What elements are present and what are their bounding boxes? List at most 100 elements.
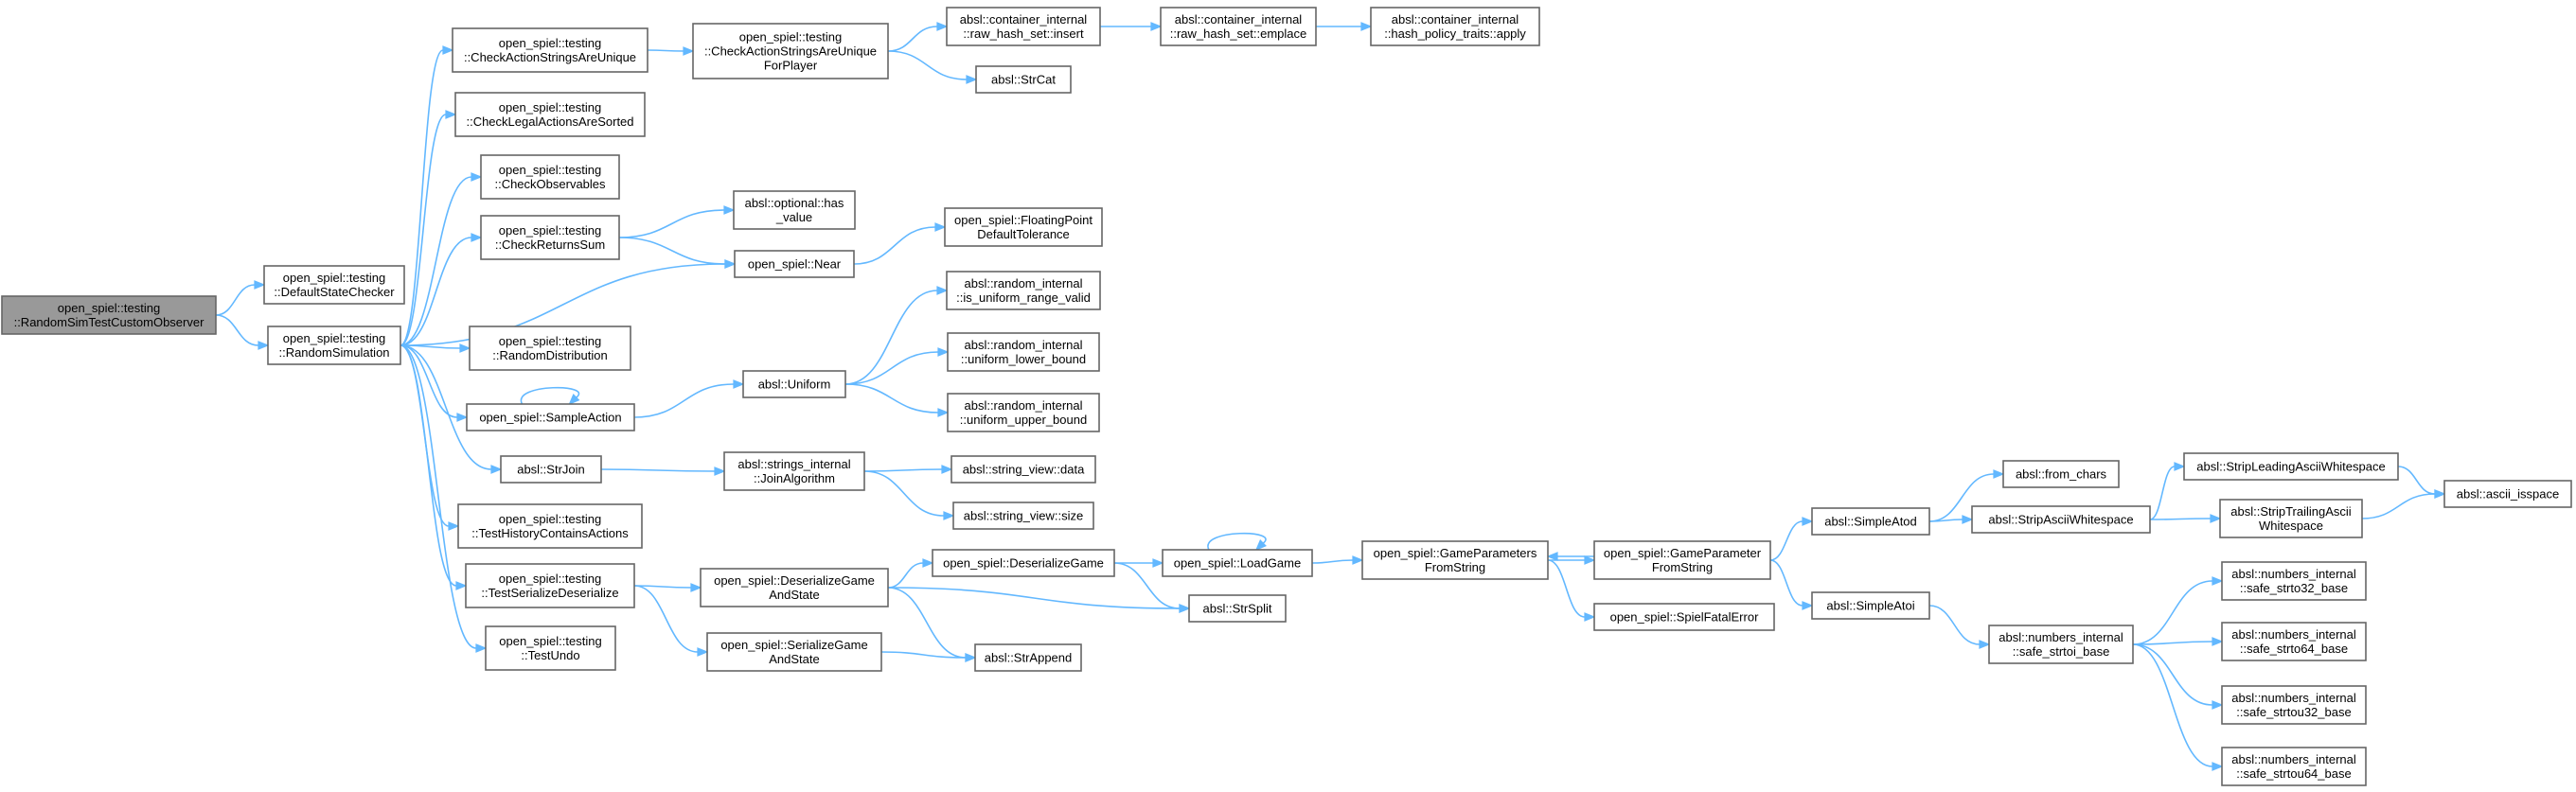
node-label-line: absl::string_view::size xyxy=(964,508,1083,522)
node-hash-policy-traits-apply[interactable]: absl::container_internal::hash_policy_tr… xyxy=(1370,7,1540,46)
node-label-line: _value xyxy=(775,210,812,224)
node-test-history-contains-actions[interactable]: open_spiel::testing::TestHistoryContains… xyxy=(457,503,643,549)
edge-line xyxy=(400,114,447,346)
edge-line xyxy=(2132,643,2213,706)
edge-line xyxy=(887,587,1181,609)
edge-line xyxy=(400,263,726,346)
node-floating-point-default-tolerance[interactable]: open_spiel::FloatingPointDefaultToleranc… xyxy=(944,207,1103,247)
edge-check-returns-sum-to-optional-has-value xyxy=(618,205,736,238)
node-label-line: ::hash_policy_traits::apply xyxy=(1384,26,1526,41)
node-label-line: ::CheckReturnsSum xyxy=(495,238,605,252)
edge-line xyxy=(618,237,726,265)
edge-sample-action-to-uniform xyxy=(633,379,745,418)
node-label-line: absl::ascii_isspace xyxy=(2457,486,2559,501)
node-label-line: open_spiel::FloatingPoint xyxy=(954,213,1093,227)
edge-arrowhead xyxy=(936,286,949,295)
node-label-line: ::is_uniform_range_valid xyxy=(956,290,1091,305)
edge-random-simulation-to-random-distribution xyxy=(400,343,471,353)
node-label-line: ::TestSerializeDeserialize xyxy=(481,586,618,600)
node-safe-strtou64-base[interactable]: absl::numbers_internal::safe_strtou64_ba… xyxy=(2221,747,2367,786)
node-label-line: ::CheckActionStringsAreUnique xyxy=(704,44,877,58)
node-random-distribution[interactable]: open_spiel::testing::RandomDistribution xyxy=(469,326,631,371)
node-uniform-lower-bound[interactable]: absl::random_internal::uniform_lower_bou… xyxy=(947,332,1100,372)
node-raw-hash-set-insert[interactable]: absl::container_internal::raw_hash_set::… xyxy=(946,7,1101,46)
edge-arrowhead xyxy=(2212,762,2224,771)
node-safe-strto64-base[interactable]: absl::numbers_internal::safe_strto64_bas… xyxy=(2221,622,2367,661)
edge-arrowhead xyxy=(471,172,483,182)
edge-line xyxy=(520,386,579,405)
node-box xyxy=(946,7,1101,46)
node-label-line: open_spiel::DeserializeGame xyxy=(943,555,1104,570)
node-safe-strtoi-base[interactable]: absl::numbers_internal::safe_strtoi_base xyxy=(1988,625,2134,664)
node-spiel-fatal-error[interactable]: open_spiel::SpielFatalError xyxy=(1593,603,1775,631)
node-str-append[interactable]: absl::StrAppend xyxy=(974,643,1082,672)
node-test-undo[interactable]: open_spiel::testing::TestUndo xyxy=(485,625,616,671)
node-label-line: Whitespace xyxy=(2259,519,2323,533)
node-near[interactable]: open_spiel::Near xyxy=(734,250,855,278)
node-label-line: AndState xyxy=(769,588,820,602)
node-check-observables[interactable]: open_spiel::testing::CheckObservables xyxy=(480,154,620,200)
node-str-split[interactable]: absl::StrSplit xyxy=(1188,594,1287,623)
node-simple-atoi[interactable]: absl::SimpleAtoi xyxy=(1811,591,1930,620)
node-check-action-strings-are-unique[interactable]: open_spiel::testing::CheckActionStringsA… xyxy=(452,27,648,73)
node-string-view-size[interactable]: absl::string_view::size xyxy=(952,502,1094,530)
node-simple-atod[interactable]: absl::SimpleAtod xyxy=(1811,507,1930,536)
node-str-join[interactable]: absl::StrJoin xyxy=(500,455,602,484)
node-string-view-data[interactable]: absl::string_view::data xyxy=(950,455,1096,484)
node-strip-ascii-whitespace[interactable]: absl::StripAsciiWhitespace xyxy=(1971,505,2151,534)
edge-arrowhead xyxy=(697,647,709,657)
edge-line xyxy=(400,344,492,470)
node-label-line: absl::string_view::data xyxy=(963,462,1085,476)
node-check-action-strings-are-unique-for-player[interactable]: open_spiel::testing::CheckActionStringsA… xyxy=(692,23,889,79)
node-check-returns-sum[interactable]: open_spiel::testing::CheckReturnsSum xyxy=(480,215,620,260)
node-from-chars[interactable]: absl::from_chars xyxy=(2002,460,2120,488)
edge-deserialize-game-and-state-to-str-append xyxy=(887,587,977,662)
node-is-uniform-range-valid[interactable]: absl::random_internal::is_uniform_range_… xyxy=(946,271,1101,310)
node-safe-strtou32-base[interactable]: absl::numbers_internal::safe_strtou32_ba… xyxy=(2221,685,2367,725)
edge-arrowhead xyxy=(1152,558,1164,568)
node-label-line: ::raw_hash_set::emplace xyxy=(1170,26,1307,41)
node-random-simulation[interactable]: open_spiel::testing::RandomSimulation xyxy=(267,326,401,365)
node-raw-hash-set-emplace[interactable]: absl::container_internal::raw_hash_set::… xyxy=(1160,7,1317,46)
edge-line xyxy=(633,383,735,418)
edge-line xyxy=(1769,520,1803,561)
node-sample-action[interactable]: open_spiel::SampleAction xyxy=(466,403,635,431)
node-safe-strto32-base[interactable]: absl::numbers_internal::safe_strto32_bas… xyxy=(2221,561,2367,601)
node-box xyxy=(1162,549,1313,577)
edge-arrowhead xyxy=(445,110,457,119)
edge-strip-ascii-whitespace-to-strip-leading-ascii-whitespace xyxy=(2149,462,2186,520)
node-check-legal-actions-are-sorted[interactable]: open_spiel::testing::CheckLegalActionsAr… xyxy=(454,92,646,137)
node-uniform-upper-bound[interactable]: absl::random_internal::uniform_upper_bou… xyxy=(947,393,1100,432)
node-box xyxy=(2221,561,2367,601)
node-optional-has-value[interactable]: absl::optional::has_value xyxy=(733,190,856,230)
node-default-state-checker[interactable]: open_spiel::testing::DefaultStateChecker xyxy=(263,265,405,305)
node-label-line: ::safe_strto32_base xyxy=(2240,581,2348,595)
edge-arrowhead xyxy=(1254,539,1267,552)
edge-line xyxy=(647,49,684,52)
node-join-algorithm[interactable]: absl::strings_internal::JoinAlgorithm xyxy=(723,451,865,491)
node-uniform[interactable]: absl::Uniform xyxy=(742,370,846,398)
node-box xyxy=(454,92,646,137)
node-load-game[interactable]: open_spiel::LoadGame xyxy=(1162,549,1313,577)
node-test-serialize-deserialize[interactable]: open_spiel::testing::TestSerializeDeseri… xyxy=(465,563,635,608)
edge-arrowhead xyxy=(475,643,488,653)
node-root[interactable]: open_spiel::testing::RandomSimTestCustom… xyxy=(1,295,217,335)
node-box xyxy=(742,370,846,398)
node-ascii-isspace[interactable]: absl::ascii_isspace xyxy=(2443,480,2572,508)
node-box xyxy=(2443,480,2572,508)
node-label-line: open_spiel::testing xyxy=(499,334,601,348)
edge-line xyxy=(1928,519,1963,522)
edge-game-parameter-from-string-to-simple-atoi xyxy=(1769,559,1814,610)
node-deserialize-game[interactable]: open_spiel::DeserializeGame xyxy=(932,549,1115,577)
edge-arrowhead xyxy=(1584,612,1596,622)
node-label-line: ::RandomDistribution xyxy=(492,348,607,362)
node-strip-leading-ascii-whitespace[interactable]: absl::StripLeadingAsciiWhitespace xyxy=(2183,452,2399,481)
node-label-line: FromString xyxy=(1425,560,1485,574)
node-str-cat[interactable]: absl::StrCat xyxy=(975,65,1072,94)
